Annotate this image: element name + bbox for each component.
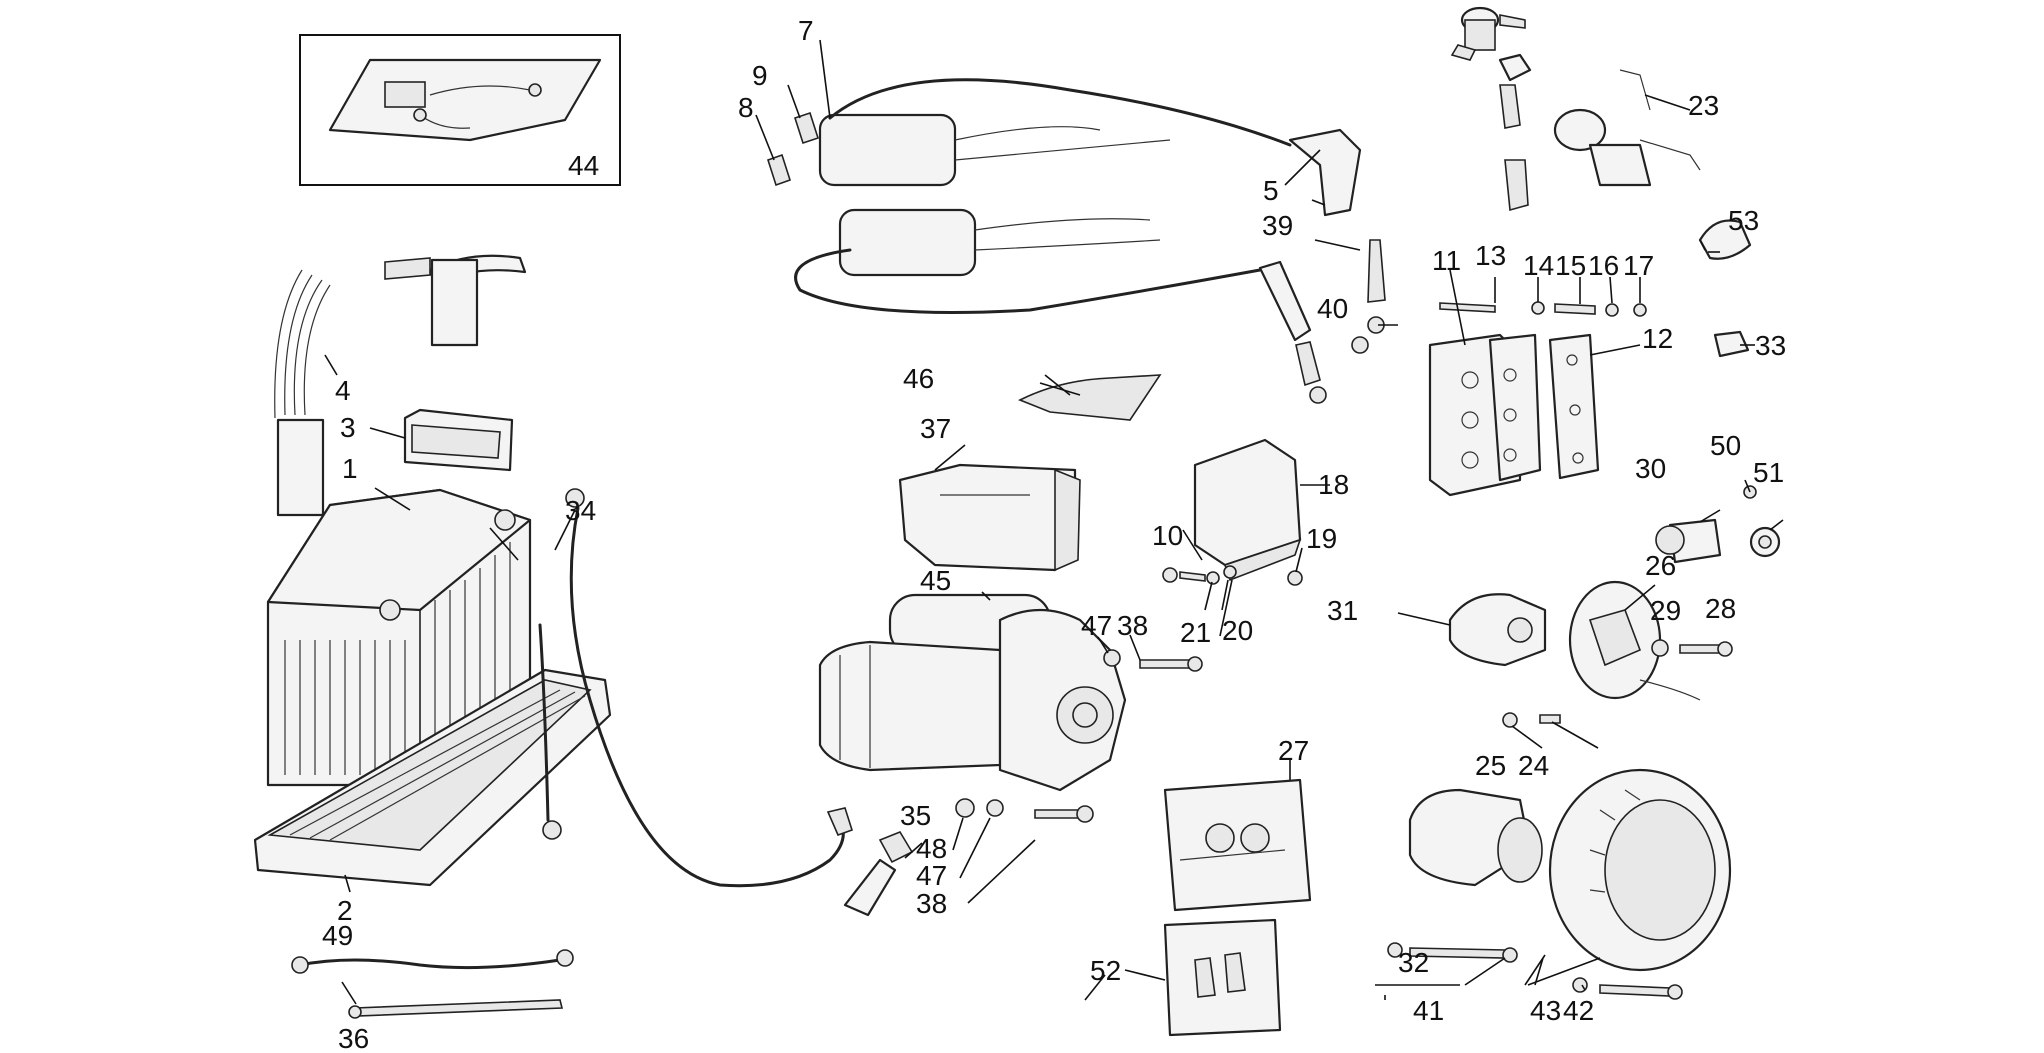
callout-37: 37 xyxy=(920,413,951,444)
callout-8: 8 xyxy=(738,92,754,123)
callout-11: 11 xyxy=(1432,245,1461,276)
callout-32: 32 xyxy=(1398,947,1429,978)
part-40-spark-plug xyxy=(1295,239,1386,404)
callout-53: 53 xyxy=(1728,205,1759,236)
callout-17: 17 xyxy=(1623,250,1654,281)
part-36-cable-tie xyxy=(348,999,564,1019)
part-38-47-bolt-washer xyxy=(1103,649,1203,672)
callout-31: 31 xyxy=(1327,595,1358,626)
callout-13: 13 xyxy=(1475,240,1506,271)
callout-27: 27 xyxy=(1278,735,1309,766)
callout-14: 14 xyxy=(1523,250,1554,281)
part-44-kit-inset xyxy=(299,34,621,186)
callout-4: 4 xyxy=(335,375,351,406)
part-45-starter-motor xyxy=(818,593,1127,792)
part-1-battery xyxy=(266,488,532,787)
callout-46: 46 xyxy=(903,363,934,394)
callout-39: 39 xyxy=(1262,210,1293,241)
part-52-terminal-kit xyxy=(1163,918,1282,1037)
part-alternator-stator xyxy=(1548,768,1732,972)
callout-35: 35 xyxy=(900,800,931,831)
callout-51: 51 xyxy=(1753,457,1784,488)
callout-33: 33 xyxy=(1755,330,1786,361)
part-alternator-rotor xyxy=(1408,788,1543,887)
callout-9: 9 xyxy=(752,60,768,91)
callout-48: 48 xyxy=(916,833,947,864)
part-25-24-screw-washer xyxy=(1502,712,1561,728)
callout-52: 52 xyxy=(1090,955,1121,986)
callout-1: 1 xyxy=(342,453,358,484)
callout-38-b: 38 xyxy=(916,888,947,919)
part-18-voltage-regulator xyxy=(1193,438,1302,582)
callout-28: 28 xyxy=(1705,593,1736,624)
callout-42: 42 xyxy=(1563,995,1594,1026)
part-8-9-fasteners xyxy=(767,111,820,187)
callout-47-b: 47 xyxy=(916,860,947,891)
part-7-ignition-coils xyxy=(794,78,1292,314)
part-12-heatsink xyxy=(1548,333,1600,480)
part-3-battery-cover xyxy=(403,408,514,472)
callout-23: 23 xyxy=(1688,90,1719,121)
part-2-battery-tray xyxy=(253,668,612,887)
callout-18: 18 xyxy=(1318,469,1349,500)
part-37-starter-cover xyxy=(898,463,1081,572)
part-23-ignition-switch xyxy=(1450,6,1701,212)
callout-2: 2 xyxy=(337,895,353,926)
callout-15: 15 xyxy=(1555,250,1586,281)
callout-50: 50 xyxy=(1710,430,1741,461)
callout-19: 19 xyxy=(1306,523,1337,554)
part-29-28-bolt-washer xyxy=(1651,639,1733,657)
callout-20: 20 xyxy=(1222,615,1253,646)
callout-25: 25 xyxy=(1475,750,1506,781)
callout-26: 26 xyxy=(1645,550,1676,581)
part-26-stator-plate xyxy=(1568,580,1701,701)
callout-16: 16 xyxy=(1588,250,1619,281)
part-46-bracket xyxy=(1018,374,1162,421)
callout-43: 43 xyxy=(1530,995,1561,1026)
callout-labels: 1 2 3 4 5 7 8 9 10 11 12 13 14 15 16 17 … xyxy=(322,15,1786,1053)
callout-10: 10 xyxy=(1152,520,1183,551)
part-35-solenoid-plunger xyxy=(843,831,914,917)
callout-45: 45 xyxy=(920,565,951,596)
callout-47: 47 xyxy=(1081,610,1112,641)
callout-34: 34 xyxy=(565,495,596,526)
callout-49: 49 xyxy=(322,920,353,951)
part-31-rotor-housing xyxy=(1448,593,1547,667)
callout-40: 40 xyxy=(1317,293,1348,324)
part-11-rectifier-bridge xyxy=(1428,333,1542,497)
part-4-battery-strap xyxy=(274,254,527,517)
callout-21: 21 xyxy=(1180,617,1211,648)
part-13-17-bolt-set xyxy=(1439,301,1647,317)
callout-41: 41 xyxy=(1413,995,1444,1026)
part-33-grommet xyxy=(1713,330,1750,358)
callout-7: 7 xyxy=(798,15,814,46)
part-10-19-20-21-fasteners xyxy=(1162,565,1303,586)
part-50-51-screw-washer xyxy=(1743,485,1781,558)
part-39-spark-plug-cap xyxy=(1258,128,1362,342)
callout-38: 38 xyxy=(1117,610,1148,641)
part-32-43-42-bolts xyxy=(1387,942,1683,1000)
callout-24: 24 xyxy=(1518,750,1549,781)
callout-44: 44 xyxy=(568,150,599,181)
callout-5: 5 xyxy=(1263,175,1279,206)
leader-lines xyxy=(324,39,1784,1005)
callout-29: 29 xyxy=(1650,595,1681,626)
part-53-rubber-cap xyxy=(1698,219,1752,260)
part-34-battery-cable xyxy=(565,488,853,888)
part-48-47-38-bottom-fasteners xyxy=(955,798,1094,823)
callout-36: 36 xyxy=(338,1023,369,1053)
callout-3: 3 xyxy=(340,412,356,443)
part-27-connector-kit xyxy=(1163,778,1312,912)
callout-30: 30 xyxy=(1635,453,1666,484)
part-49-ground-cable xyxy=(291,623,574,974)
callout-12: 12 xyxy=(1642,323,1673,354)
